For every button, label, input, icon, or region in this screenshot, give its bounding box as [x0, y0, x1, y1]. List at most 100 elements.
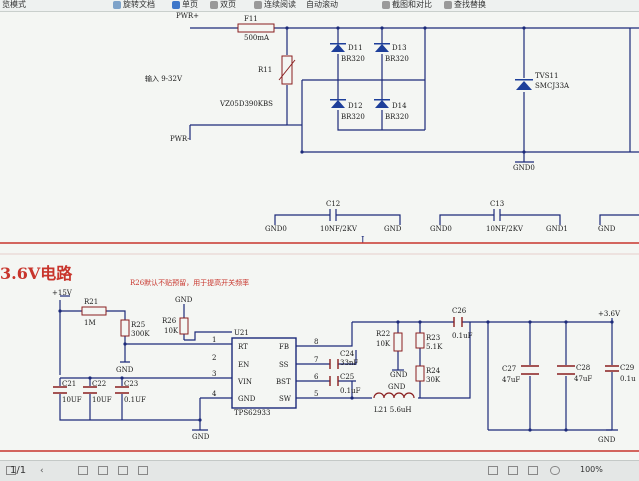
resistor-r26: [179, 317, 189, 335]
c23-value: 0.1UF: [124, 396, 146, 404]
view-icon-3[interactable]: [118, 466, 128, 475]
l21-label: L21 5.6uH: [374, 406, 412, 414]
pin-num-6: 6: [314, 373, 319, 381]
u21-ref: U21: [234, 329, 249, 337]
section-title: 3.6V电路: [0, 264, 73, 283]
pin-vin: VIN: [237, 378, 252, 386]
plus15-label: +15V: [52, 289, 73, 297]
tvs-ref: TVS11: [535, 72, 558, 80]
r24-ref: R24: [426, 367, 441, 375]
pin-rt: RT: [238, 343, 248, 351]
single-page-icon[interactable]: [172, 1, 180, 9]
toolbar-double-page[interactable]: 双页: [220, 0, 236, 9]
cap-c21: [53, 386, 67, 394]
document-page: PWR+ F11 500mA 输入 9-32V R11 VZ05D390KBS …: [0, 12, 639, 460]
c13-value: 10NF/2KV: [486, 225, 524, 233]
c26-value: 0.1uF: [452, 332, 473, 340]
r23-value: 5.1K: [426, 343, 443, 351]
diode-d12: [331, 100, 345, 108]
toolbar-view-mode[interactable]: 览模式: [2, 0, 26, 9]
r22-ref: R22: [376, 330, 390, 338]
r21-value: 1M: [84, 319, 96, 327]
c29-ref: C29: [620, 364, 634, 372]
tvs-diode: [516, 81, 532, 90]
c13-left-gnd: GND0: [430, 225, 452, 233]
double-page-icon[interactable]: [210, 1, 218, 9]
cap-c28: [557, 365, 575, 375]
find-replace-icon[interactable]: [444, 1, 452, 9]
r26-ref: R26: [162, 317, 177, 325]
toolbar-screenshot-compare[interactable]: 截图和对比: [392, 0, 432, 9]
r24-value: 30K: [426, 376, 441, 384]
d14-ref: D14: [392, 102, 407, 110]
continuous-icon[interactable]: [254, 1, 262, 9]
r22-value: 10K: [376, 340, 391, 348]
gnd-mid-label: GND: [388, 383, 406, 391]
full-screen-icon[interactable]: [528, 466, 538, 475]
c21-value: 10UF: [62, 396, 82, 404]
zoom-out-icon[interactable]: [550, 466, 560, 475]
d11-ref: D11: [348, 44, 363, 52]
pwr-plus-label: PWR+: [176, 12, 199, 20]
r26-value: 10K: [164, 327, 179, 335]
pin-num-7: 7: [314, 356, 318, 364]
toolbar-autoscroll[interactable]: 自动滚动: [306, 0, 338, 9]
c27-value: 47uF: [502, 376, 520, 384]
resistor-r25: [120, 319, 130, 337]
c26-ref: C26: [452, 307, 467, 315]
c23-ref: C23: [124, 380, 138, 388]
schematic-canvas: PWR+ F11 500mA 输入 9-32V R11 VZ05D390KBS …: [0, 12, 639, 452]
pin-en: EN: [238, 361, 249, 369]
r25-ref: R25: [131, 321, 145, 329]
cap-c22: [83, 386, 97, 394]
view-icon-1[interactable]: [78, 466, 88, 475]
varistor-value: VZ05D390KBS: [219, 100, 273, 108]
fuse-value: 500mA: [244, 34, 270, 42]
diode-d11: [331, 44, 345, 52]
toolbar-continuous[interactable]: 连续阅读: [264, 0, 296, 9]
c28-value: 47uF: [574, 375, 592, 383]
chevron-left-icon[interactable]: ‹: [40, 466, 44, 476]
view-icon-4[interactable]: [138, 466, 148, 475]
d11-value: BR320: [341, 55, 365, 63]
gnd-r22-label: GND: [390, 371, 408, 379]
gnd0-label: GND0: [513, 164, 535, 172]
fit-width-icon[interactable]: [508, 466, 518, 475]
d13-value: BR320: [385, 55, 409, 63]
r25-value: 300K: [131, 330, 150, 338]
toolbar-single-page[interactable]: 单页: [182, 0, 198, 9]
pin-num-8: 8: [314, 338, 318, 346]
page-thumbnail-icon[interactable]: [6, 466, 16, 475]
toolbar-rotate[interactable]: 旋转文档: [123, 0, 155, 9]
pin-bst: BST: [276, 378, 291, 386]
rotate-icon[interactable]: [113, 1, 121, 9]
pin-num-5: 5: [314, 390, 318, 398]
fit-page-icon[interactable]: [488, 466, 498, 475]
gnd-r25-label: GND: [116, 366, 134, 374]
fuse-f11: [237, 23, 275, 33]
toolbar-find-replace[interactable]: 查找替换: [454, 0, 486, 9]
zoom-level[interactable]: 100%: [580, 465, 603, 474]
c24-value: 33nF: [340, 359, 358, 367]
view-icon-2[interactable]: [98, 466, 108, 475]
resistor-r23: [415, 332, 425, 349]
screenshot-icon[interactable]: [382, 1, 390, 9]
c21-ref: C21: [62, 380, 76, 388]
r21-ref: R21: [84, 298, 98, 306]
pin-fb: FB: [279, 343, 289, 351]
cap-c29: [605, 365, 619, 372]
plus36-label: +3.6V: [598, 310, 621, 318]
resistor-r21: [81, 306, 107, 316]
wires-buck: [59, 300, 613, 431]
gnd-out-label: GND: [598, 436, 616, 444]
toolbar: 览模式 旋转文档 单页 双页 连续阅读 自动滚动 截图和对比 查找替换: [0, 0, 639, 12]
c27-ref: C27: [502, 365, 516, 373]
diode-d14: [375, 100, 389, 108]
extra-gnd: GND: [598, 225, 616, 233]
d14-value: BR320: [385, 113, 409, 121]
c25-value: 0.1uF: [340, 387, 361, 395]
c13-ref: C13: [490, 200, 504, 208]
u21-part: TPS62933: [234, 409, 270, 417]
pin-num-3: 3: [212, 370, 216, 378]
c24-ref: C24: [340, 350, 355, 358]
